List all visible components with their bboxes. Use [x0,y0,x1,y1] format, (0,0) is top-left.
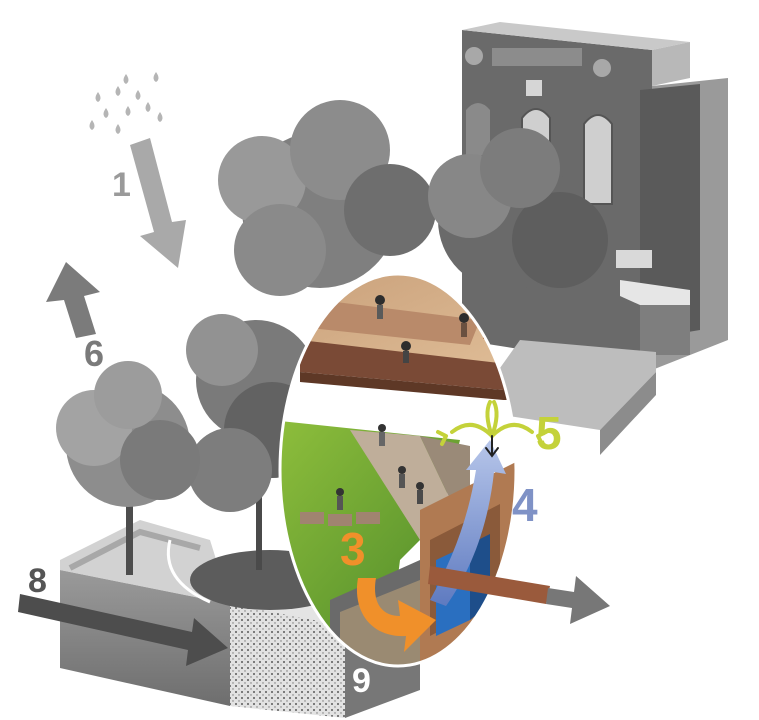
left-tree [56,361,200,575]
sidewalk [470,340,656,455]
transpiration-splash [436,400,548,458]
groundwater-arrow [18,594,228,666]
overflow-pipe [428,566,550,604]
label-substrate: 9 [352,662,371,700]
label-evapotranspiration: 6 [84,333,105,374]
label-transpiration: 5 [536,407,562,459]
uptake-arrow [430,440,506,606]
label-infiltration: 3 [340,523,366,575]
overflow-arrow [546,576,610,624]
raindrops-icon [89,72,163,134]
infiltration-arrow [356,578,436,652]
evapotranspiration-arrow [46,262,100,338]
large-tree [218,100,436,296]
rainfall-arrow [130,138,186,268]
right-tree [428,128,608,290]
label-uptake: 4 [512,479,538,531]
label-groundwater: 8 [28,562,47,600]
trees [56,100,608,575]
label-rainfall: 1 [112,166,131,204]
